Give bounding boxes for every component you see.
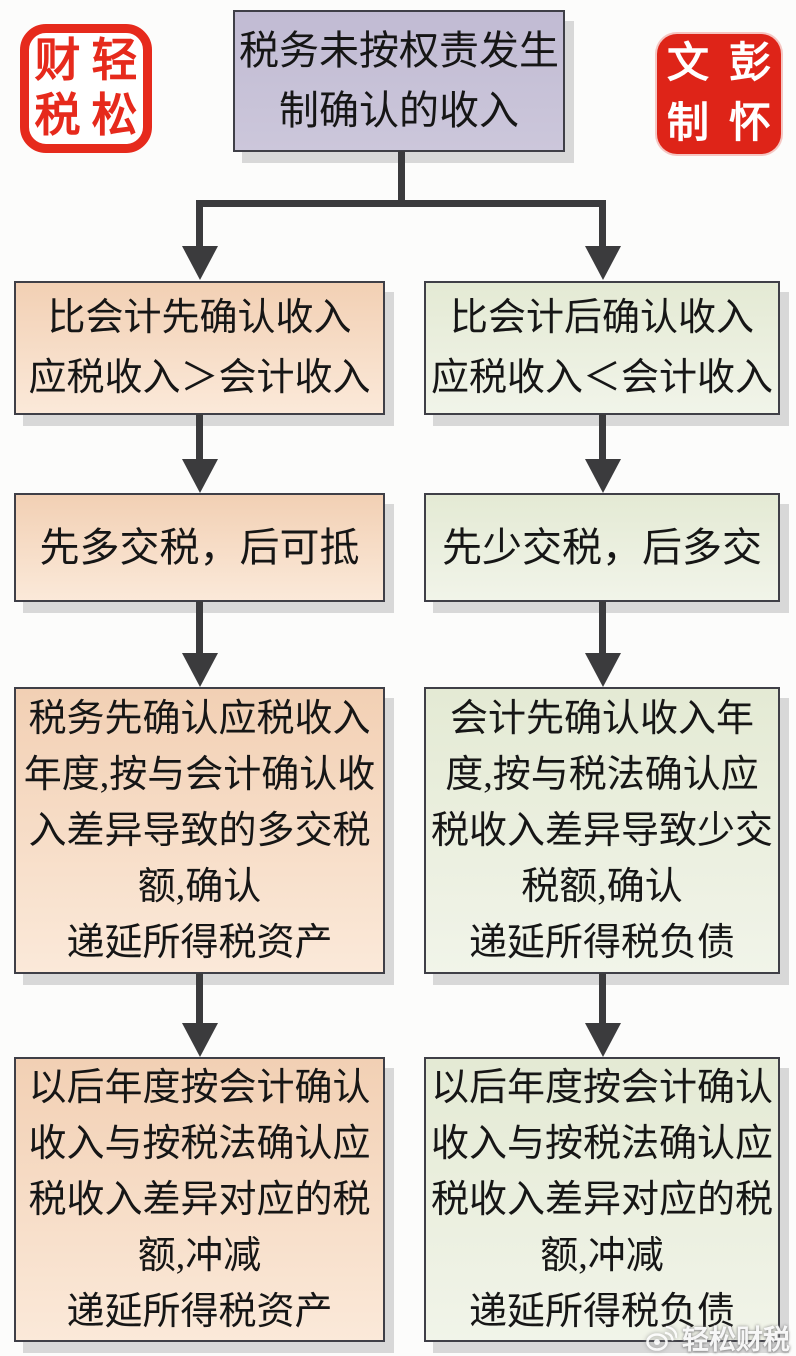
connector-stem [599, 601, 606, 654]
weibo-icon [646, 1325, 677, 1351]
left-step-3-box: 税务先确认应税收入 年度,按与会计确认收 入差异导致的多交税 额,确认 递延所得… [14, 687, 385, 974]
seal-char: 制 [666, 101, 709, 147]
box-text: 税收入差异导致少交 [430, 809, 773, 852]
box-text: 递延所得税资产 [66, 921, 333, 964]
box-text: 额,确认 [137, 865, 262, 908]
box-text: 额,冲减 [540, 1234, 664, 1277]
box-text: 比会计先确认收入 [47, 297, 352, 339]
connector-stem [196, 973, 203, 1024]
seal-char: 税 [34, 90, 81, 142]
arrow-down-icon [182, 653, 218, 687]
box-text: 收入与按税法确认应 [28, 1122, 371, 1165]
box-text: 以后年度按会计确认 [430, 1066, 773, 1109]
arrow-down-icon [585, 459, 621, 493]
connector-stem [599, 414, 606, 460]
box-text: 递延所得税负债 [468, 921, 735, 964]
watermark-label: 轻松财税 [682, 1325, 790, 1355]
left-step-4-box: 以后年度按会计确认 收入与按税法确认应 税收入差异对应的税 额,冲减 递延所得税… [14, 1057, 385, 1342]
arrow-down-icon [182, 1023, 218, 1057]
right-step-3-box: 会计先确认收入年 度,按与税法确认应 税收入差异导致少交 税额,确认 递延所得税… [424, 687, 780, 974]
seal-char: 轻 [91, 34, 138, 86]
left-step-1-box: 比会计先确认收入 应税收入＞会计收入 [14, 281, 385, 415]
watermark: 轻松财税 [645, 1318, 790, 1356]
box-text: 以后年度按会计确认 [28, 1066, 371, 1109]
root-box-text: 制确认的收入 [279, 88, 519, 133]
connector-stem [196, 601, 203, 654]
seal-char: 怀 [728, 101, 771, 147]
connector-branch-bar [196, 200, 606, 207]
arrow-down-icon [585, 246, 621, 280]
connector-stem [196, 200, 203, 248]
box-text: 税额,确认 [521, 865, 683, 908]
box-text: 入差异导致的多交税 [28, 809, 371, 852]
box-text: 比会计后确认收入 [449, 297, 754, 339]
connector-stem [599, 200, 606, 248]
box-text: 递延所得税资产 [66, 1290, 333, 1333]
root-box-text: 税务未按权责发生 [239, 28, 559, 73]
arrow-down-icon [182, 459, 218, 493]
box-text: 税收入差异对应的税 [430, 1178, 773, 1221]
box-text: 应税收入＜会计收入 [430, 357, 773, 399]
right-step-4-box: 以后年度按会计确认 收入与按税法确认应 税收入差异对应的税 额,冲减 递延所得税… [424, 1057, 780, 1342]
box-text: 先少交税，后多交 [442, 524, 762, 570]
box-text: 应税收入＞会计收入 [28, 357, 371, 399]
arrow-down-icon [585, 653, 621, 687]
arrow-down-icon [585, 1023, 621, 1057]
seal-penghuaiwen-zhi: 文 彭 制 怀 [657, 34, 781, 154]
right-step-2-box: 先少交税，后多交 [424, 493, 780, 602]
seal-char: 松 [91, 90, 138, 142]
box-text: 递延所得税负债 [468, 1290, 735, 1333]
seal-char: 财 [34, 34, 81, 86]
box-text: 度,按与税法确认应 [445, 753, 759, 796]
seal-char: 文 [666, 41, 709, 87]
seal-char: 彭 [728, 41, 771, 87]
left-step-2-box: 先多交税，后可抵 [14, 493, 385, 602]
connector-stem [196, 414, 203, 460]
root-box: 税务未按权责发生 制确认的收入 [233, 10, 565, 152]
box-text: 税务先确认应税收入 [28, 697, 371, 740]
connector-stem [599, 973, 606, 1024]
right-step-1-box: 比会计后确认收入 应税收入＜会计收入 [424, 281, 780, 415]
arrow-down-icon [182, 246, 218, 280]
seal-qingsong-caishui: 财 轻 税 松 [20, 24, 152, 153]
box-text: 先多交税，后可抵 [39, 524, 360, 570]
connector-stem [398, 151, 405, 207]
box-text: 收入与按税法确认应 [430, 1122, 773, 1165]
box-text: 税收入差异对应的税 [28, 1178, 371, 1221]
box-text: 额,冲减 [137, 1234, 262, 1277]
box-text: 会计先确认收入年 [449, 697, 754, 740]
box-text: 年度,按与会计确认收 [23, 753, 376, 796]
